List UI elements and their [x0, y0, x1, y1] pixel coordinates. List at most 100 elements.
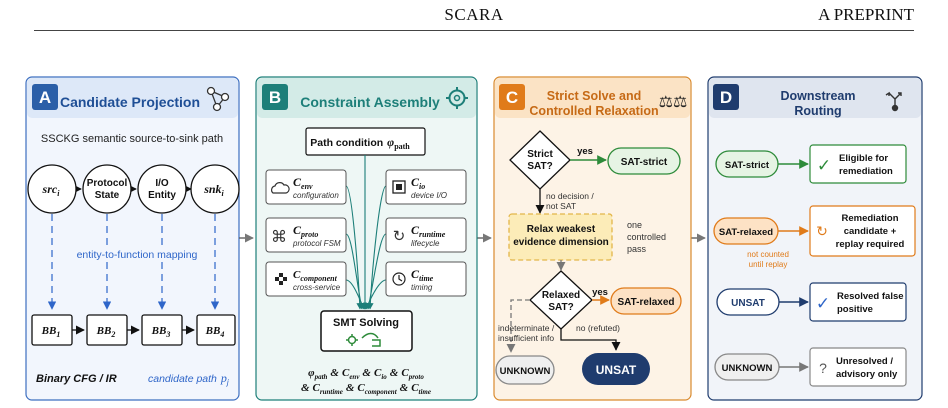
unknown-label: UNKNOWN [500, 366, 551, 377]
panel-d-badge [713, 84, 739, 110]
one-pass-l1: one [627, 220, 642, 230]
panel-c: C Strict Solve and Controlled Relaxation… [493, 76, 692, 401]
cfg-label: Binary CFG / IR [36, 373, 117, 385]
panel-a-letter: A [39, 88, 51, 107]
sat-strict-pill [607, 147, 681, 175]
bb-3-label: BB3 [151, 325, 171, 339]
false-positive-box [809, 282, 907, 322]
panel-b-title: Constraint Assembly [300, 94, 440, 110]
panel-d-letter: D [720, 88, 732, 107]
c-runtime-box [385, 217, 467, 253]
advisory-l1: Unresolved / [836, 356, 893, 367]
bb-2 [86, 314, 128, 346]
bb-2-label: BB2 [96, 325, 116, 339]
remediation-l2: candidate + [844, 226, 897, 237]
c-time-box [385, 261, 467, 297]
node-source [27, 164, 77, 214]
c-proto-box [265, 217, 347, 253]
c-time-label: Ctime [411, 267, 434, 283]
unsat-label: UNSAT [596, 363, 637, 377]
sat-relaxed-label: SAT-relaxed [617, 297, 674, 308]
bb-4-label: BB4 [205, 325, 225, 339]
c-runtime-desc: lifecycle [411, 239, 440, 248]
not-counted-l2: until replay [749, 260, 788, 269]
c-component-box [265, 261, 347, 297]
eligible-l2: remediation [839, 166, 893, 177]
no-refuted-label: no (refuted) [576, 323, 620, 333]
c-io-desc: device I/O [411, 191, 447, 200]
smt-box [320, 310, 413, 352]
panel-a: A Candidate Projection SSCKG semantic so… [25, 76, 240, 401]
unknown-pill [495, 355, 555, 385]
bb-1 [31, 314, 73, 346]
indeterminate-l2: insufficient info [498, 333, 554, 343]
check-icon-2: ✓ [816, 294, 830, 313]
remediation-l1: Remediation [841, 213, 898, 224]
c-env-label: Cenv [293, 175, 313, 191]
panel-d-title-l2: Routing [794, 104, 841, 118]
yes-relaxed: yes [592, 287, 608, 298]
clock-icon [392, 272, 406, 286]
mapping-label: entity-to-function mapping [77, 249, 198, 261]
gear-icon [446, 87, 468, 109]
c-proto-label: Cproto [293, 223, 318, 239]
node-protocol-state [82, 164, 132, 214]
header-rule [34, 30, 914, 31]
check-icon-1: ✓ [817, 156, 831, 175]
route-unsat-label: UNSAT [731, 298, 765, 309]
c-env-desc: configuration [293, 191, 339, 200]
false-positive-l1: Resolved false [837, 291, 904, 302]
c-time-desc: timing [411, 283, 433, 292]
route-sat-relaxed-label: SAT-relaxed [719, 227, 773, 238]
route-sat-strict-label: SAT-strict [725, 160, 770, 171]
c-env-box [265, 169, 347, 205]
cloud-icon [271, 182, 290, 194]
bb-3 [141, 314, 183, 346]
route-unknown-label: UNKNOWN [722, 363, 773, 374]
bb-1-label: BB1 [41, 325, 61, 339]
one-pass-l2: controlled [627, 232, 666, 242]
one-pass-l3: pass [627, 244, 647, 254]
formula-line-2: &Cruntime&Ccomponent&Ctime [301, 382, 431, 396]
panel-c-title-l1: Strict Solve and [547, 89, 641, 103]
remediation-box [809, 205, 916, 257]
c-component-desc: cross-service [293, 283, 341, 292]
node-sink [190, 164, 240, 214]
panel-c-title-l2: Controlled Relaxation [529, 104, 658, 118]
c-runtime-label: Cruntime [411, 223, 446, 239]
node-io-entity [137, 164, 187, 214]
solver-gears-icon [346, 332, 381, 347]
c-io-box [385, 169, 467, 205]
node-protocol-l1: Protocol [87, 178, 128, 189]
panel-d-title-l1: Downstream [780, 89, 855, 103]
command-icon: ⌘ [271, 229, 287, 246]
relax-l1: Relax weakest [527, 224, 596, 235]
panel-a-title: Candidate Projection [60, 94, 200, 110]
panel-c-badge [499, 84, 525, 110]
no-decision-l2: not SAT [546, 201, 576, 211]
yes-strict: yes [577, 146, 593, 157]
c-proto-desc: protocol FSM [292, 239, 341, 248]
cycle-icon: ↻ [816, 223, 828, 239]
node-io-l2: Entity [148, 190, 176, 201]
bb-4 [196, 314, 236, 346]
eligible-box [809, 144, 907, 184]
sat-relaxed-pill [610, 287, 682, 315]
relax-l2: evidence dimension [513, 237, 609, 248]
c-io-label: Cio [411, 175, 425, 191]
page-header: SCARA A PREPRINT [0, 0, 948, 46]
refresh-icon: ↻ [393, 228, 406, 245]
panel-d: D Downstream Routing SAT-strict ✓ Eligib… [707, 76, 923, 401]
node-io-l1: I/O [155, 178, 169, 189]
panel-a-badge [32, 84, 58, 110]
chip-icon [392, 180, 406, 194]
puzzle-icon [275, 273, 287, 285]
node-source-label: srci [42, 182, 61, 198]
formula-line-1: φpath&Cenv&Cio&Cproto [308, 367, 424, 381]
graph-icon [206, 86, 230, 112]
panel-c-letter: C [506, 88, 518, 107]
c-component-label: Ccomponent [293, 269, 338, 283]
advisory-l2: advisory only [836, 369, 898, 380]
relaxed-l1: Relaxed [542, 290, 580, 301]
